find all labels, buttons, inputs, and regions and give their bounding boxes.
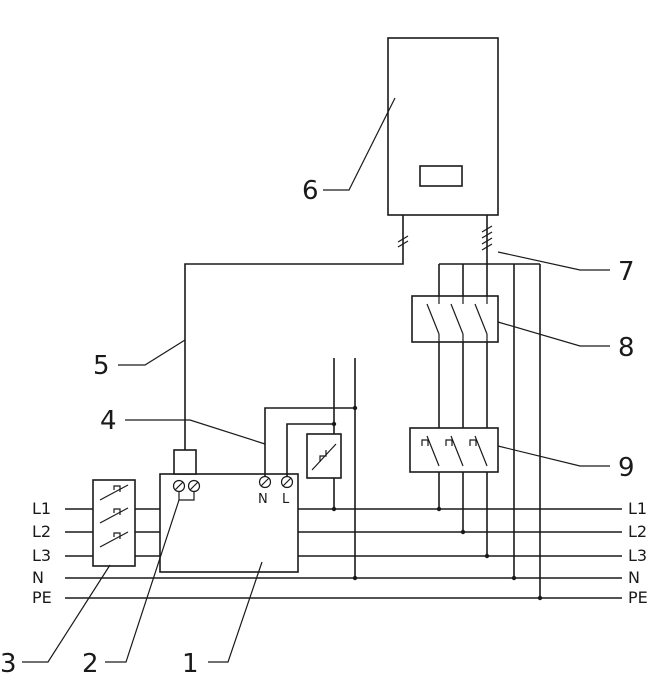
heater-unit [387, 37, 499, 216]
sensor-cable [184, 215, 404, 450]
left-label-l3: L3 [32, 546, 51, 565]
controller-box: N L [159, 449, 299, 573]
terminal-n-label: N [258, 492, 268, 507]
right-label-n: N [628, 568, 640, 587]
circuit-breaker [409, 427, 499, 473]
left-line-labels: L1 L2 L3 N PE [32, 499, 52, 607]
right-label-l1: L1 [628, 499, 647, 518]
control-switch-wiring [264, 358, 358, 581]
callout-4: 4 [100, 406, 117, 436]
callout-3: 3 [0, 649, 17, 679]
heater-power-cable [439, 215, 540, 265]
callout-2: 2 [82, 649, 99, 679]
input-switch-box [92, 479, 136, 567]
callout-6: 6 [302, 176, 319, 206]
callout-5: 5 [93, 351, 110, 381]
isolator-switch [411, 295, 499, 343]
right-line-labels: L1 L2 L3 N PE [628, 499, 648, 607]
callout-1: 1 [182, 649, 199, 679]
left-label-l1: L1 [32, 499, 51, 518]
callout-8: 8 [618, 333, 635, 363]
left-label-l2: L2 [32, 522, 51, 541]
leader-lines [22, 97, 610, 663]
left-label-pe: PE [32, 588, 52, 607]
callout-numbers: 1 2 3 4 5 6 7 8 9 [0, 176, 635, 679]
callout-7: 7 [618, 257, 635, 287]
right-label-l3: L3 [628, 546, 647, 565]
left-label-n: N [32, 568, 44, 587]
right-label-l2: L2 [628, 522, 647, 541]
right-label-pe: PE [628, 588, 648, 607]
callout-9: 9 [618, 453, 635, 483]
bus-lines [65, 508, 622, 599]
terminal-l-label: L [282, 492, 290, 507]
